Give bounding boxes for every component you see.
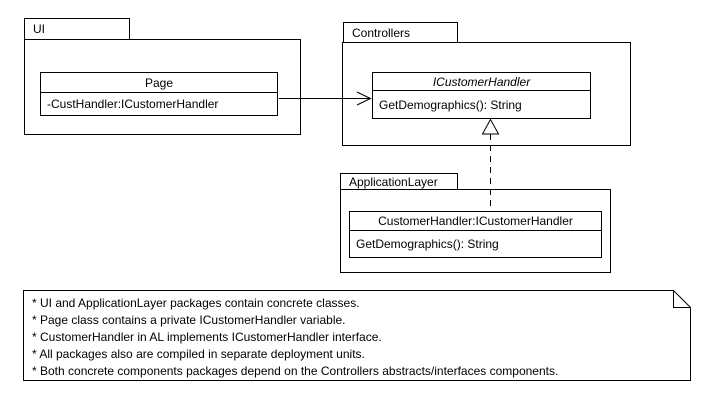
class-name-page: Page (41, 73, 277, 93)
class-box-customerhandler: CustomerHandler:ICustomerHandler GetDemo… (349, 211, 602, 258)
note-line: * UI and ApplicationLayer packages conta… (32, 296, 360, 310)
class-operation-getdemographics: GetDemographics(): String (356, 237, 499, 251)
package-label-controllers: Controllers (352, 26, 411, 40)
interface-box-icustomerhandler: ICustomerHandler GetDemographics(): Stri… (372, 72, 591, 119)
package-tab-applicationlayer: ApplicationLayer (340, 173, 458, 189)
note-fold-corner (673, 290, 691, 308)
class-box-page: Page -CustHandler:ICustomerHandler (40, 72, 278, 116)
package-label-applicationlayer: ApplicationLayer (349, 175, 438, 189)
interface-operation-getdemographics: GetDemographics(): String (379, 97, 522, 112)
class-name-customerhandler: CustomerHandler:ICustomerHandler (350, 212, 601, 231)
note: * UI and ApplicationLayer packages conta… (23, 290, 691, 381)
note-outline (23, 290, 691, 381)
note-line: * Both concrete components packages depe… (32, 364, 559, 378)
class-attribute-custhandler: -CustHandler:ICustomerHandler (47, 97, 219, 111)
package-tab-controllers: Controllers (343, 22, 458, 42)
package-label-ui: UI (33, 22, 45, 36)
package-tab-ui: UI (24, 18, 130, 39)
note-line: * CustomerHandler in AL implements ICust… (32, 330, 382, 344)
note-text: * UI and ApplicationLayer packages conta… (32, 295, 681, 380)
interface-name-icustomerhandler: ICustomerHandler (373, 73, 590, 91)
note-line: * Page class contains a private ICustome… (32, 313, 346, 327)
note-line: * All packages also are compiled in sepa… (32, 347, 365, 361)
